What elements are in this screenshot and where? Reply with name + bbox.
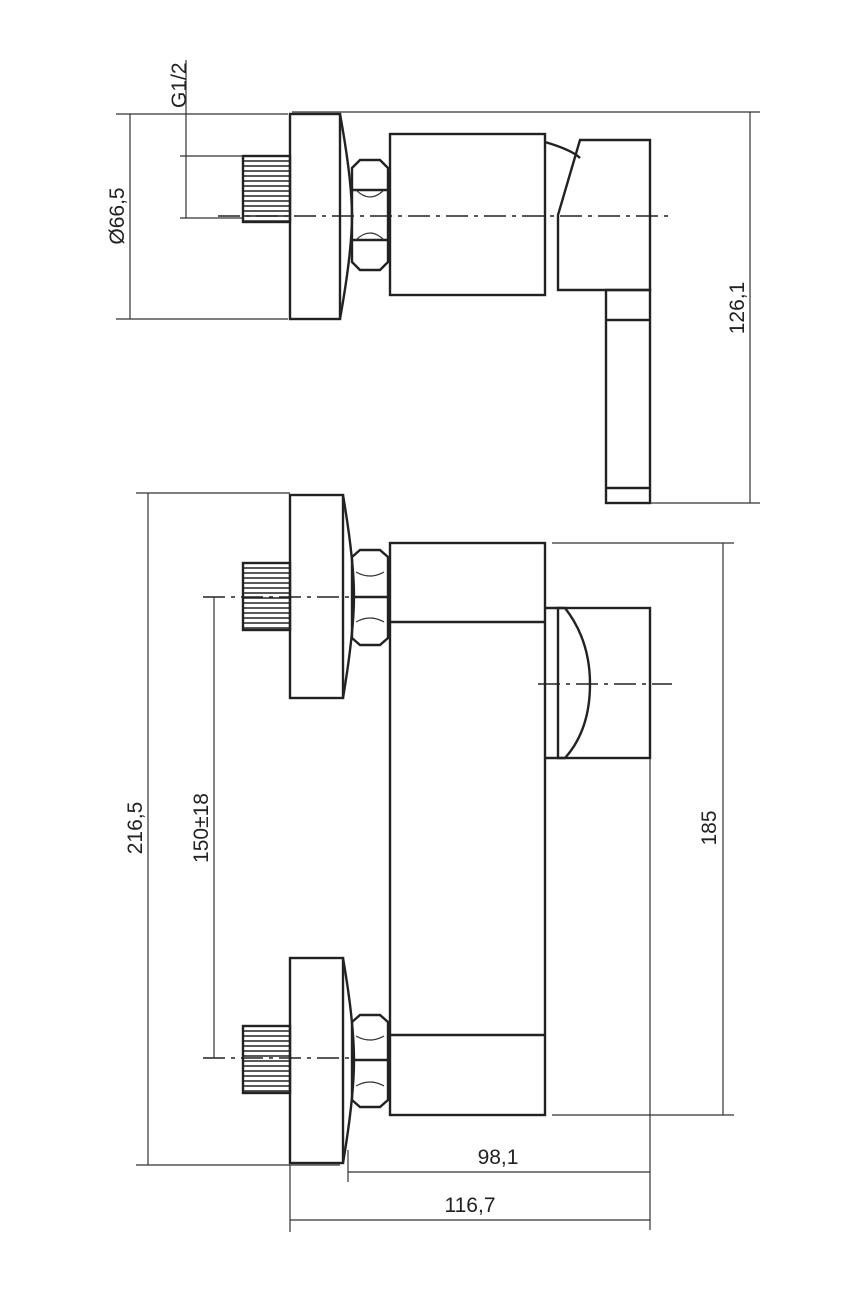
dim-inlet-spacing-label: 150±18 [190,793,213,863]
dim-total-height: 216,5 [124,492,340,1166]
dim-flange-diameter-label: Ø66,5 [106,187,129,244]
dim-depth-body-label: 98,1 [478,1146,519,1169]
dim-side-height-label: 126,1 [726,282,749,335]
front-view: 216,5 150±18 185 98,1 116,7 [124,492,734,1232]
dim-depth-total-label: 116,7 [445,1194,496,1217]
dim-depth-body: 98,1 [347,1146,650,1182]
dim-thread-label: G1/2 [168,62,191,108]
front-lower-flange [288,956,345,1165]
dim-flange-diameter: Ø66,5 [106,113,288,320]
front-lower-connector [241,1024,292,1095]
side-lever [604,288,652,505]
front-upper-hex-nut [350,548,390,647]
dim-body-height: 185 [552,542,734,1116]
dim-inlet-spacing: 150±18 [190,597,215,1058]
side-mixer-body [388,132,547,297]
dim-body-height-label: 185 [698,810,721,845]
dim-thread: G1/2 [168,60,243,219]
dim-depth-total: 116,7 [289,1165,650,1232]
dim-side-height: 126,1 [292,111,760,504]
dim-total-height-label: 216,5 [124,802,147,855]
front-mixer-body [388,541,547,1117]
side-handle-head [556,138,652,292]
side-hex-nut [350,158,390,272]
front-lower-hex-nut [350,1013,390,1109]
front-handle [545,606,652,760]
side-threaded-connector [241,154,292,224]
side-view: G1/2 Ø66,5 126,1 [106,60,760,505]
